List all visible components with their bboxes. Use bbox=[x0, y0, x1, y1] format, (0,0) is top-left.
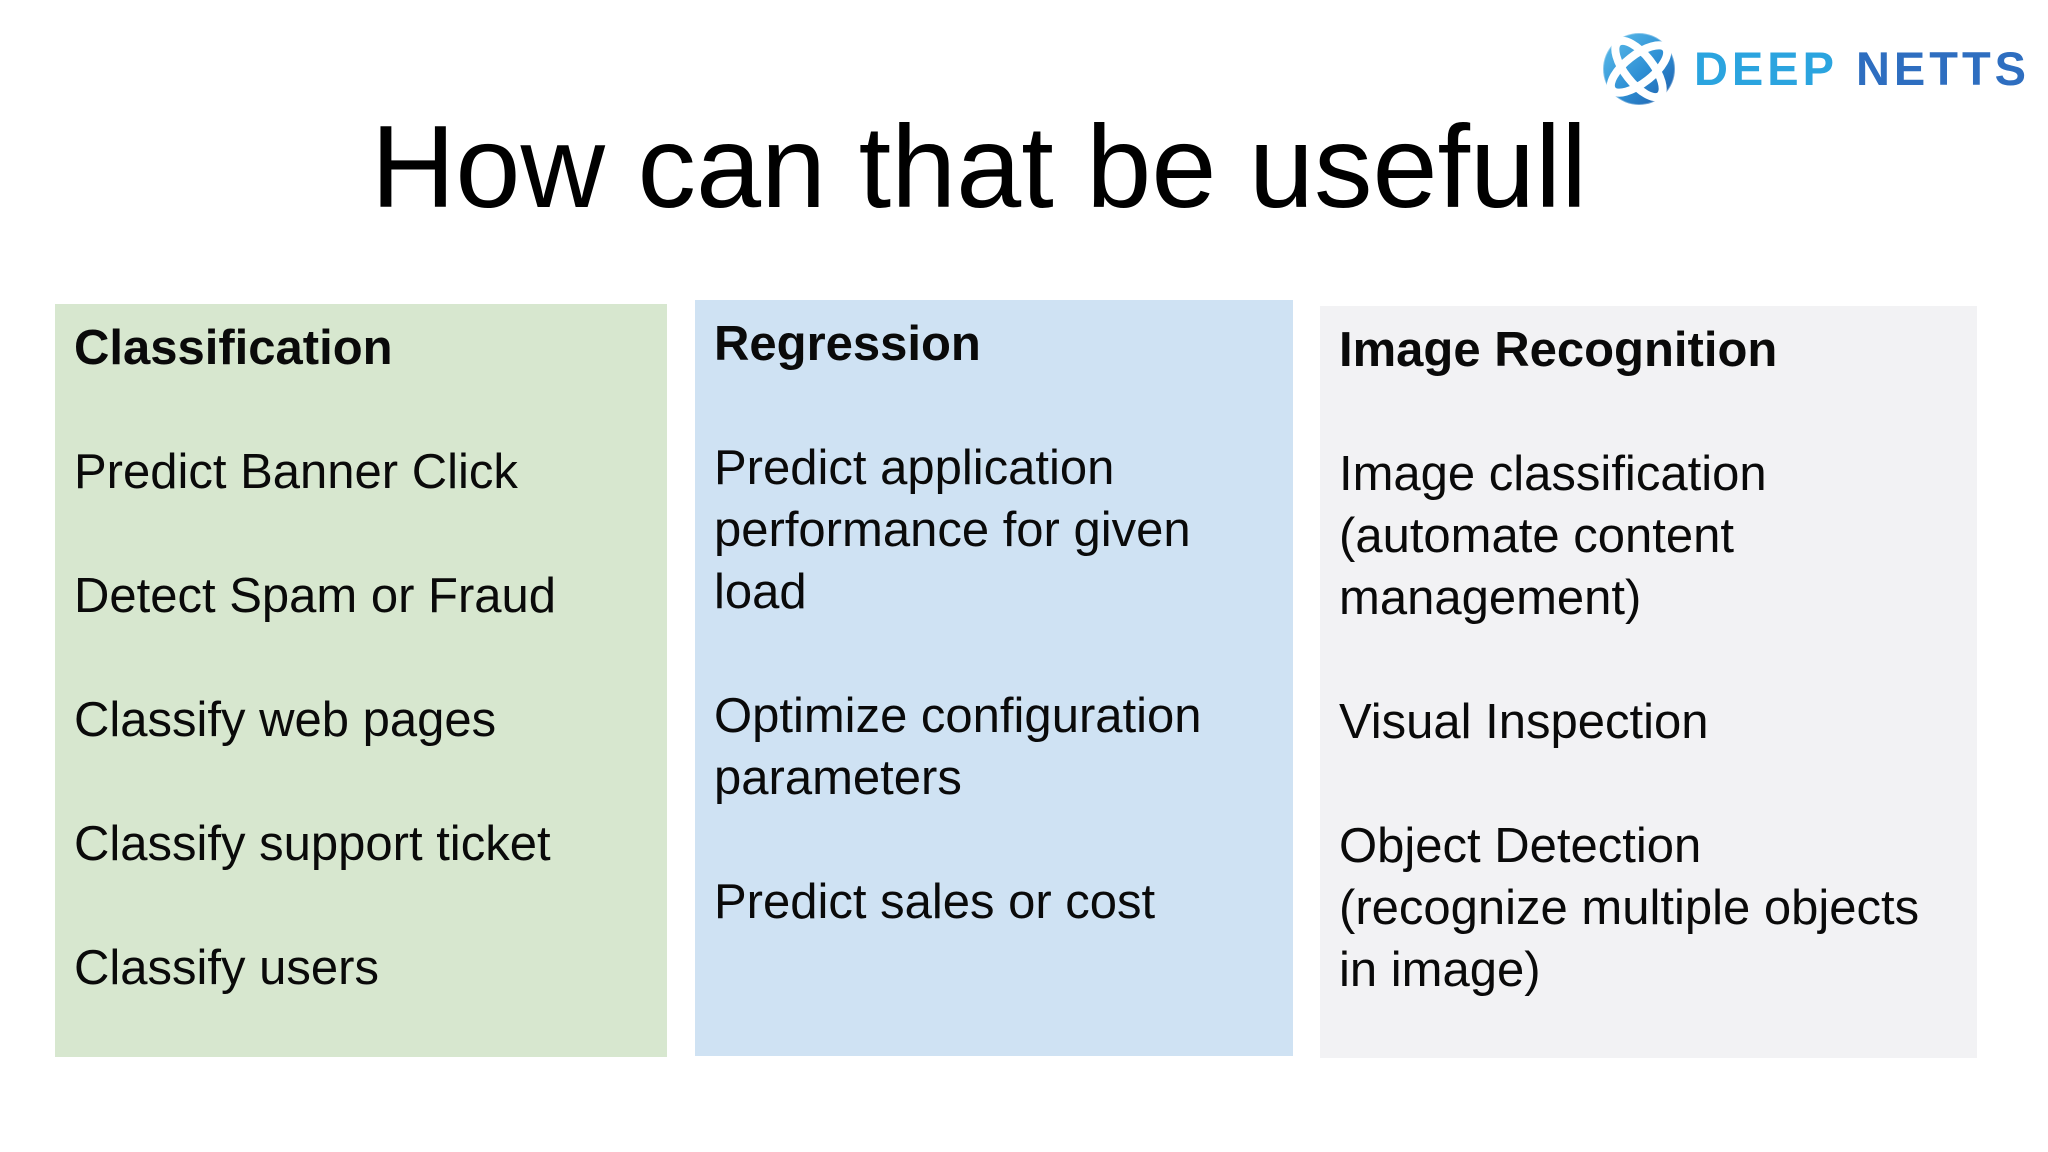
logo-wordmark: DEEP NETTS bbox=[1694, 30, 2030, 108]
column-image-recognition: Image Recognition Image classification (… bbox=[1320, 306, 1977, 1058]
classification-item: Classify users bbox=[74, 941, 379, 995]
regression-item: Predict sales or cost bbox=[714, 875, 1156, 929]
image-recognition-item: Object Detection (recognize multiple obj… bbox=[1339, 819, 1920, 997]
deepnetts-sphere-icon bbox=[1601, 32, 1676, 106]
regression-item: Predict application performance for give… bbox=[714, 441, 1205, 619]
image-recognition-item: Visual Inspection bbox=[1339, 695, 1709, 749]
regression-item: Optimize configuration parameters bbox=[714, 689, 1216, 805]
deepnetts-logo: DEEP NETTS bbox=[1600, 30, 2030, 108]
classification-item: Classify web pages bbox=[74, 693, 497, 747]
classification-heading: Classification bbox=[74, 321, 393, 375]
image-recognition-item: Image classification (automate content m… bbox=[1339, 447, 1767, 625]
column-regression: Regression Predict application performan… bbox=[695, 300, 1293, 1056]
regression-heading: Regression bbox=[714, 317, 981, 371]
logo-word-deep: DEEP bbox=[1693, 42, 1838, 95]
classification-item: Detect Spam or Fraud bbox=[74, 569, 557, 623]
classification-item: Classify support ticket bbox=[74, 817, 551, 871]
column-classification: Classification Predict Banner Click Dete… bbox=[55, 304, 667, 1057]
slide-title: How can that be usefull bbox=[370, 101, 1588, 232]
logo-word-netts: NETTS bbox=[1855, 42, 2030, 95]
classification-item: Predict Banner Click bbox=[74, 445, 518, 499]
image-recognition-heading: Image Recognition bbox=[1339, 323, 1778, 377]
